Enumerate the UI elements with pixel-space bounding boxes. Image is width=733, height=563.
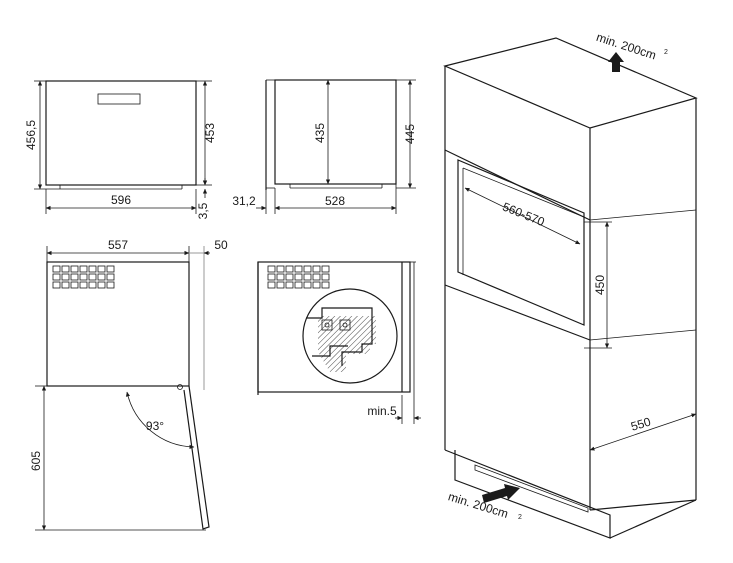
door-thickness-label: 50 xyxy=(214,238,228,252)
open-door xyxy=(183,385,210,530)
hinge xyxy=(177,384,183,390)
min-gap-label: min.5 xyxy=(367,404,397,418)
vent-slot xyxy=(88,273,97,281)
side-depth-label: 528 xyxy=(325,194,345,208)
front-height-outer-label: 456,5 xyxy=(24,120,38,150)
vent-slot xyxy=(97,273,106,281)
detail-magnifier xyxy=(302,288,398,384)
front-panel xyxy=(45,80,197,186)
bottom-vent-slot xyxy=(474,464,589,513)
side-height-a-label: 435 xyxy=(313,123,327,143)
top-depth-label: 557 xyxy=(108,238,128,252)
vent-slot xyxy=(285,273,294,281)
vent-slot xyxy=(70,265,79,273)
vent-slot xyxy=(294,265,303,273)
vent-slot xyxy=(285,265,294,273)
vent-slot xyxy=(106,273,115,281)
side-height-b-label: 445 xyxy=(403,124,417,144)
vent-slot xyxy=(267,273,276,281)
vent-slot xyxy=(276,265,285,273)
opening-angle-arc xyxy=(125,391,195,450)
vent-slot xyxy=(321,281,330,289)
opening-angle-label: 93° xyxy=(146,419,164,433)
vent-slot xyxy=(52,281,61,289)
vent-slot xyxy=(303,273,312,281)
cabinet-depth-label: 550 xyxy=(629,414,653,433)
vent-slot xyxy=(106,265,115,273)
opening-height-label: 450 xyxy=(593,275,607,295)
front-width-label: 596 xyxy=(111,193,131,207)
vent-slot xyxy=(285,281,294,289)
vent-slot xyxy=(70,273,79,281)
side-offset-label: 31,2 xyxy=(232,194,256,208)
front-view: 596 456,5 453 3,5 xyxy=(24,80,217,219)
control-panel-slot xyxy=(97,93,141,105)
top-vent-superscript: 2 xyxy=(664,49,668,56)
vent-slot xyxy=(267,265,276,273)
vent-slot xyxy=(79,281,88,289)
niche-view: 560-570 450 550 min. 200cm 2 min. 200cm … xyxy=(443,30,698,539)
vent-slot xyxy=(52,273,61,281)
cabinet-base xyxy=(444,449,611,539)
vent-slot xyxy=(88,265,97,273)
cabinet-top xyxy=(443,37,698,129)
vent-slot xyxy=(52,265,61,273)
door-clearance-label: 605 xyxy=(29,451,43,471)
vent-slot xyxy=(303,265,312,273)
vent-slot xyxy=(61,281,70,289)
vent-slot xyxy=(97,265,106,273)
vent-slot xyxy=(267,281,276,289)
vent-slot xyxy=(312,273,321,281)
vent-slot xyxy=(321,265,330,273)
vent-slot xyxy=(276,273,285,281)
foot-height-label: 3,5 xyxy=(196,202,210,219)
vent-slot xyxy=(294,281,303,289)
front-height-inner-label: 453 xyxy=(203,123,217,143)
side-view: 435 445 31,2 528 xyxy=(232,79,417,214)
vent-slot xyxy=(303,281,312,289)
vent-slot xyxy=(294,273,303,281)
opening-width-label: 560-570 xyxy=(500,200,546,230)
vent-slot xyxy=(97,281,106,289)
top-view: 557 50 93° 605 xyxy=(29,238,228,531)
vent-slot xyxy=(88,281,97,289)
top-body xyxy=(46,261,190,387)
vent-slot xyxy=(79,273,88,281)
side-body xyxy=(274,79,397,185)
vent-slot xyxy=(312,281,321,289)
vent-slot xyxy=(61,265,70,273)
vent-grid xyxy=(52,265,115,289)
bottom-vent-superscript: 2 xyxy=(518,514,522,521)
bottom-vent-arrow-icon xyxy=(482,484,520,503)
vent-slot xyxy=(79,265,88,273)
top-vent-arrow-icon xyxy=(608,52,624,72)
vent-slot xyxy=(106,281,115,289)
vent-slot xyxy=(321,273,330,281)
niche-opening xyxy=(457,159,585,326)
detail-view: min.5 xyxy=(257,261,421,424)
top-vent-label: min. 200cm xyxy=(595,30,658,62)
vent-slot xyxy=(312,265,321,273)
vent-slot xyxy=(70,281,79,289)
vent-slot xyxy=(276,281,285,289)
vent-slot xyxy=(61,273,70,281)
vent-grid-detail xyxy=(267,265,330,289)
